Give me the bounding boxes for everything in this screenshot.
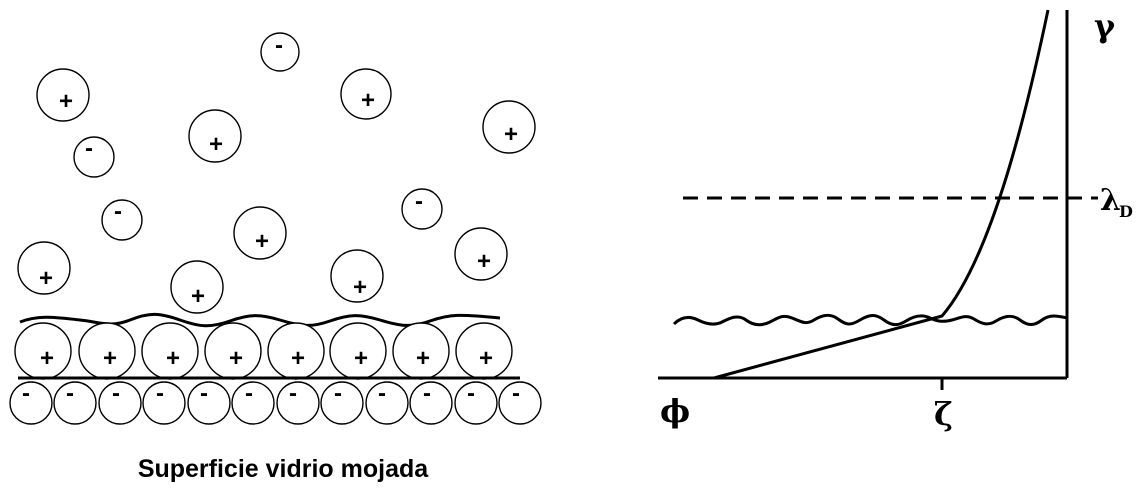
potential-curve (713, 9, 1050, 380)
surface-anion: - (276, 380, 320, 425)
anion-sign: - (289, 380, 297, 407)
free-cation: + (454, 227, 508, 281)
free-cation: + (188, 109, 242, 163)
surface-anion: - (9, 380, 53, 425)
cation-sign: + (353, 274, 367, 301)
free-anion: - (73, 135, 115, 178)
adsorbed-cation: + (204, 322, 262, 380)
cation-sign: + (477, 248, 491, 275)
slip-plane-wave (672, 313, 1068, 327)
surface-anion: - (142, 380, 186, 425)
free-anion: - (101, 198, 143, 241)
free-cation: + (36, 68, 90, 122)
cation-sign: + (191, 283, 205, 310)
anion-sign: - (114, 198, 122, 225)
adsorbed-cation: + (329, 322, 387, 380)
left-panel: - + + + + - - - + + + + + + + + + + + + … (9, 32, 542, 483)
adsorbed-cation: + (392, 322, 450, 380)
anion-sign: - (66, 380, 74, 407)
free-cation: + (233, 206, 287, 260)
cation-sign: + (416, 345, 430, 372)
adsorbed-cation: + (455, 322, 513, 380)
right-panel: γ λ D ϕ ζ (658, 7, 1133, 433)
cation-sign: + (103, 345, 117, 372)
adsorbed-cation: + (78, 322, 136, 380)
free-cation: + (170, 260, 224, 314)
anion-sign: - (22, 380, 30, 407)
surface-anion: - (454, 380, 498, 425)
stern-layer-cations: + + + + + + + + (14, 322, 513, 380)
surface-anion: - (53, 380, 97, 425)
anion-sign: - (467, 380, 475, 407)
phi-label: ϕ (660, 392, 690, 430)
anion-sign: - (200, 380, 208, 407)
anion-sign: - (378, 380, 386, 407)
adsorbed-cation: + (14, 322, 72, 380)
cation-sign: + (209, 131, 223, 158)
surface-anion: - (498, 380, 542, 425)
surface-anions: - - - - - - - - - - - - (9, 380, 542, 425)
cation-sign: + (166, 345, 180, 372)
anion-sign: - (512, 380, 520, 407)
surface-anion: - (320, 380, 364, 425)
cation-sign: + (39, 265, 53, 292)
adsorbed-cation: + (141, 322, 199, 380)
anion-sign: - (85, 135, 93, 162)
zeta-label: ζ (934, 395, 953, 433)
anion-sign: - (245, 380, 253, 407)
lambda-label: λ (1100, 183, 1121, 218)
cation-sign: + (229, 345, 243, 372)
free-anion: - (401, 188, 443, 230)
surface-anion: - (365, 380, 409, 425)
surface-anion: - (98, 380, 142, 425)
diagram-caption: Superficie vidrio mojada (138, 455, 429, 483)
anion-sign: - (275, 32, 283, 59)
anion-sign: - (415, 188, 423, 215)
cation-sign: + (40, 345, 54, 372)
gamma-label: γ (1094, 7, 1116, 45)
free-cation: + (340, 68, 392, 120)
adsorbed-cation: + (267, 322, 325, 380)
anion-sign: - (334, 380, 342, 407)
free-ions: - + + + + - - - + + + + + (17, 32, 536, 314)
cation-sign: + (255, 228, 269, 255)
cation-sign: + (59, 88, 73, 115)
free-anion: - (260, 32, 300, 72)
free-cation: + (17, 241, 71, 295)
anion-sign: - (156, 380, 164, 407)
surface-anion: - (409, 380, 453, 425)
cation-sign: + (291, 345, 305, 372)
anion-sign: - (423, 380, 431, 407)
surface-anion: - (231, 380, 275, 425)
free-cation: + (482, 100, 536, 154)
cation-sign: + (504, 121, 518, 148)
cation-sign: + (479, 345, 493, 372)
cation-sign: + (361, 87, 375, 114)
surface-anion: - (187, 380, 231, 425)
anion-sign: - (112, 380, 120, 407)
free-cation: + (330, 249, 384, 303)
cation-sign: + (354, 345, 368, 372)
lambda-subscript: D (1119, 202, 1133, 221)
